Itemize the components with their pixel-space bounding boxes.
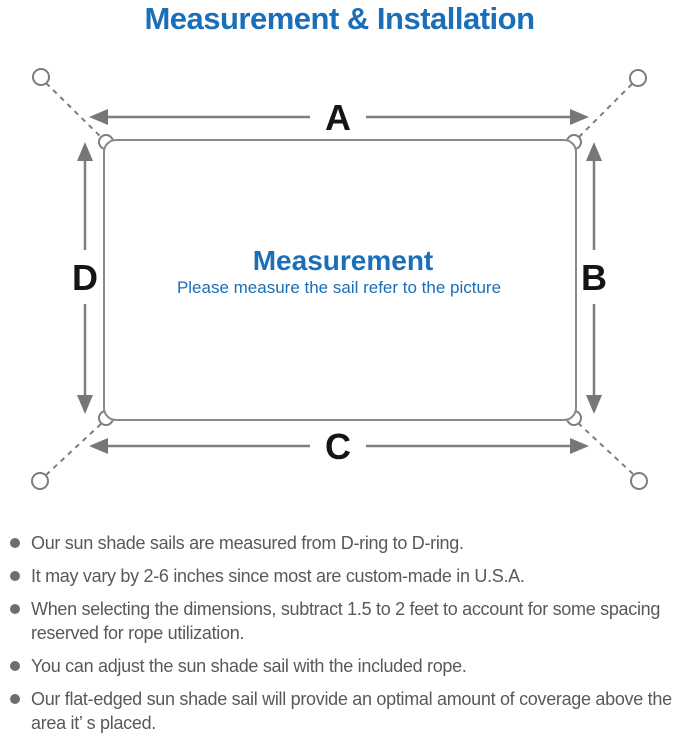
rope-dashed-line-top-right	[577, 83, 633, 139]
notes-list: Our sun shade sails are measured from D-…	[10, 531, 675, 739]
dimension-arrow-bottom	[89, 438, 589, 454]
note-text: When selecting the dimensions, subtract …	[31, 599, 661, 643]
list-item: It may vary by 2-6 inches since most are…	[10, 564, 675, 588]
dimension-label-a: A	[325, 97, 351, 138]
anchor-point-icon	[630, 472, 648, 490]
list-item: Our flat-edged sun shade sail will provi…	[10, 687, 675, 735]
rope-dashed-line-top-left	[45, 82, 103, 139]
note-text: Our flat-edged sun shade sail will provi…	[31, 689, 672, 733]
dimension-label-b: B	[581, 257, 607, 298]
anchor-point-icon	[31, 472, 49, 490]
page-title: Measurement & Installation	[144, 1, 535, 36]
rope-dashed-line-bottom-left	[45, 422, 103, 476]
note-text: Our sun shade sails are measured from D-…	[31, 533, 464, 553]
rope-dashed-line-bottom-right	[577, 422, 634, 475]
bullet-icon	[10, 571, 20, 581]
note-text: It may vary by 2-6 inches since most are…	[31, 566, 525, 586]
bullet-icon	[10, 694, 20, 704]
bullet-icon	[10, 661, 20, 671]
bullet-icon	[10, 604, 20, 614]
list-item: You can adjust the sun shade sail with t…	[10, 654, 675, 678]
note-text: You can adjust the sun shade sail with t…	[31, 656, 467, 676]
anchor-point-icon	[32, 68, 50, 86]
dimension-label-d: D	[72, 257, 98, 298]
diagram-center-subtitle: Please measure the sail refer to the pic…	[177, 278, 501, 297]
bullet-icon	[10, 538, 20, 548]
dimension-label-c: C	[325, 426, 351, 467]
dimension-arrow-top	[89, 109, 589, 125]
dimension-arrow-left	[77, 142, 93, 414]
shade-sail-outline	[103, 139, 577, 421]
list-item: When selecting the dimensions, subtract …	[10, 597, 675, 645]
list-item: Our sun shade sails are measured from D-…	[10, 531, 675, 555]
dimension-arrow-right	[586, 142, 602, 414]
diagram-center-title: Measurement	[253, 245, 434, 276]
measurement-diagram: A B C D Measurement Please measure the s…	[31, 68, 648, 490]
anchor-point-icon	[629, 69, 647, 87]
